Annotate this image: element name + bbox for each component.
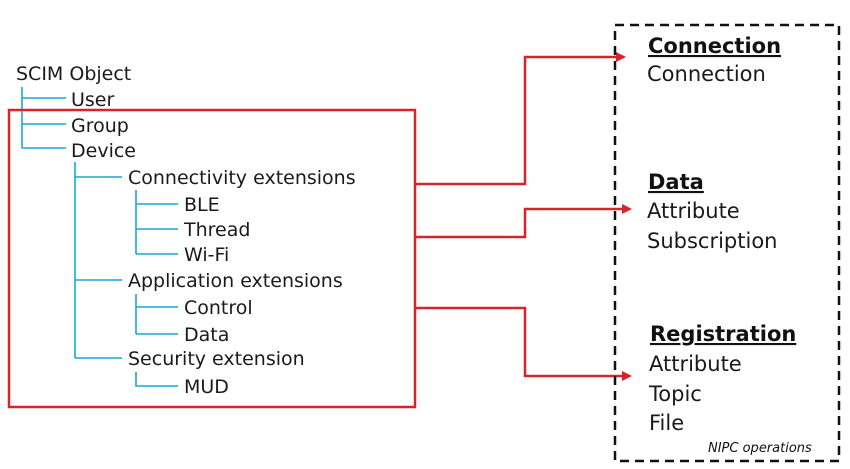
tree-root-label: SCIM Object	[16, 63, 131, 85]
tree-node-application-extensions: Application extensions	[128, 270, 343, 292]
tree-node-control: Control	[184, 297, 253, 319]
nipc-connection-item: Connection	[647, 62, 766, 86]
arrow-to-connection	[415, 52, 626, 186]
tree-node-security-extension: Security extension	[128, 348, 305, 370]
nipc-data-attribute: Attribute	[647, 199, 740, 223]
tree-node-wifi: Wi-Fi	[184, 244, 229, 266]
arrow-to-registration	[415, 306, 632, 381]
connector-mud	[135, 372, 178, 387]
arrow-to-data	[415, 204, 632, 239]
tree-node-connectivity-extensions: Connectivity extensions	[128, 167, 356, 189]
nipc-registration-topic: Topic	[648, 382, 702, 406]
nipc-operations-caption: NIPC operations	[708, 441, 812, 456]
tree-node-thread: Thread	[183, 219, 250, 241]
mapping-arrows	[415, 52, 632, 381]
nipc-registration-attribute: Attribute	[649, 352, 742, 376]
tree-connectors	[21, 87, 178, 387]
tree-node-group: Group	[71, 115, 129, 137]
nipc-data-heading: Data	[648, 170, 704, 194]
tree-node-data: Data	[184, 324, 229, 346]
tree-node-device: Device	[71, 140, 136, 162]
tree-node-ble: BLE	[184, 194, 220, 216]
nipc-registration-file: File	[649, 411, 684, 435]
tree-node-user: User	[71, 89, 114, 111]
device-highlight-box	[7, 108, 417, 409]
nipc-connection-heading: Connection	[648, 34, 781, 58]
nipc-data-subscription: Subscription	[647, 229, 777, 253]
nipc-operations-panel	[613, 23, 841, 463]
nipc-registration-heading: Registration	[650, 322, 796, 346]
tree-node-mud: MUD	[184, 376, 229, 398]
